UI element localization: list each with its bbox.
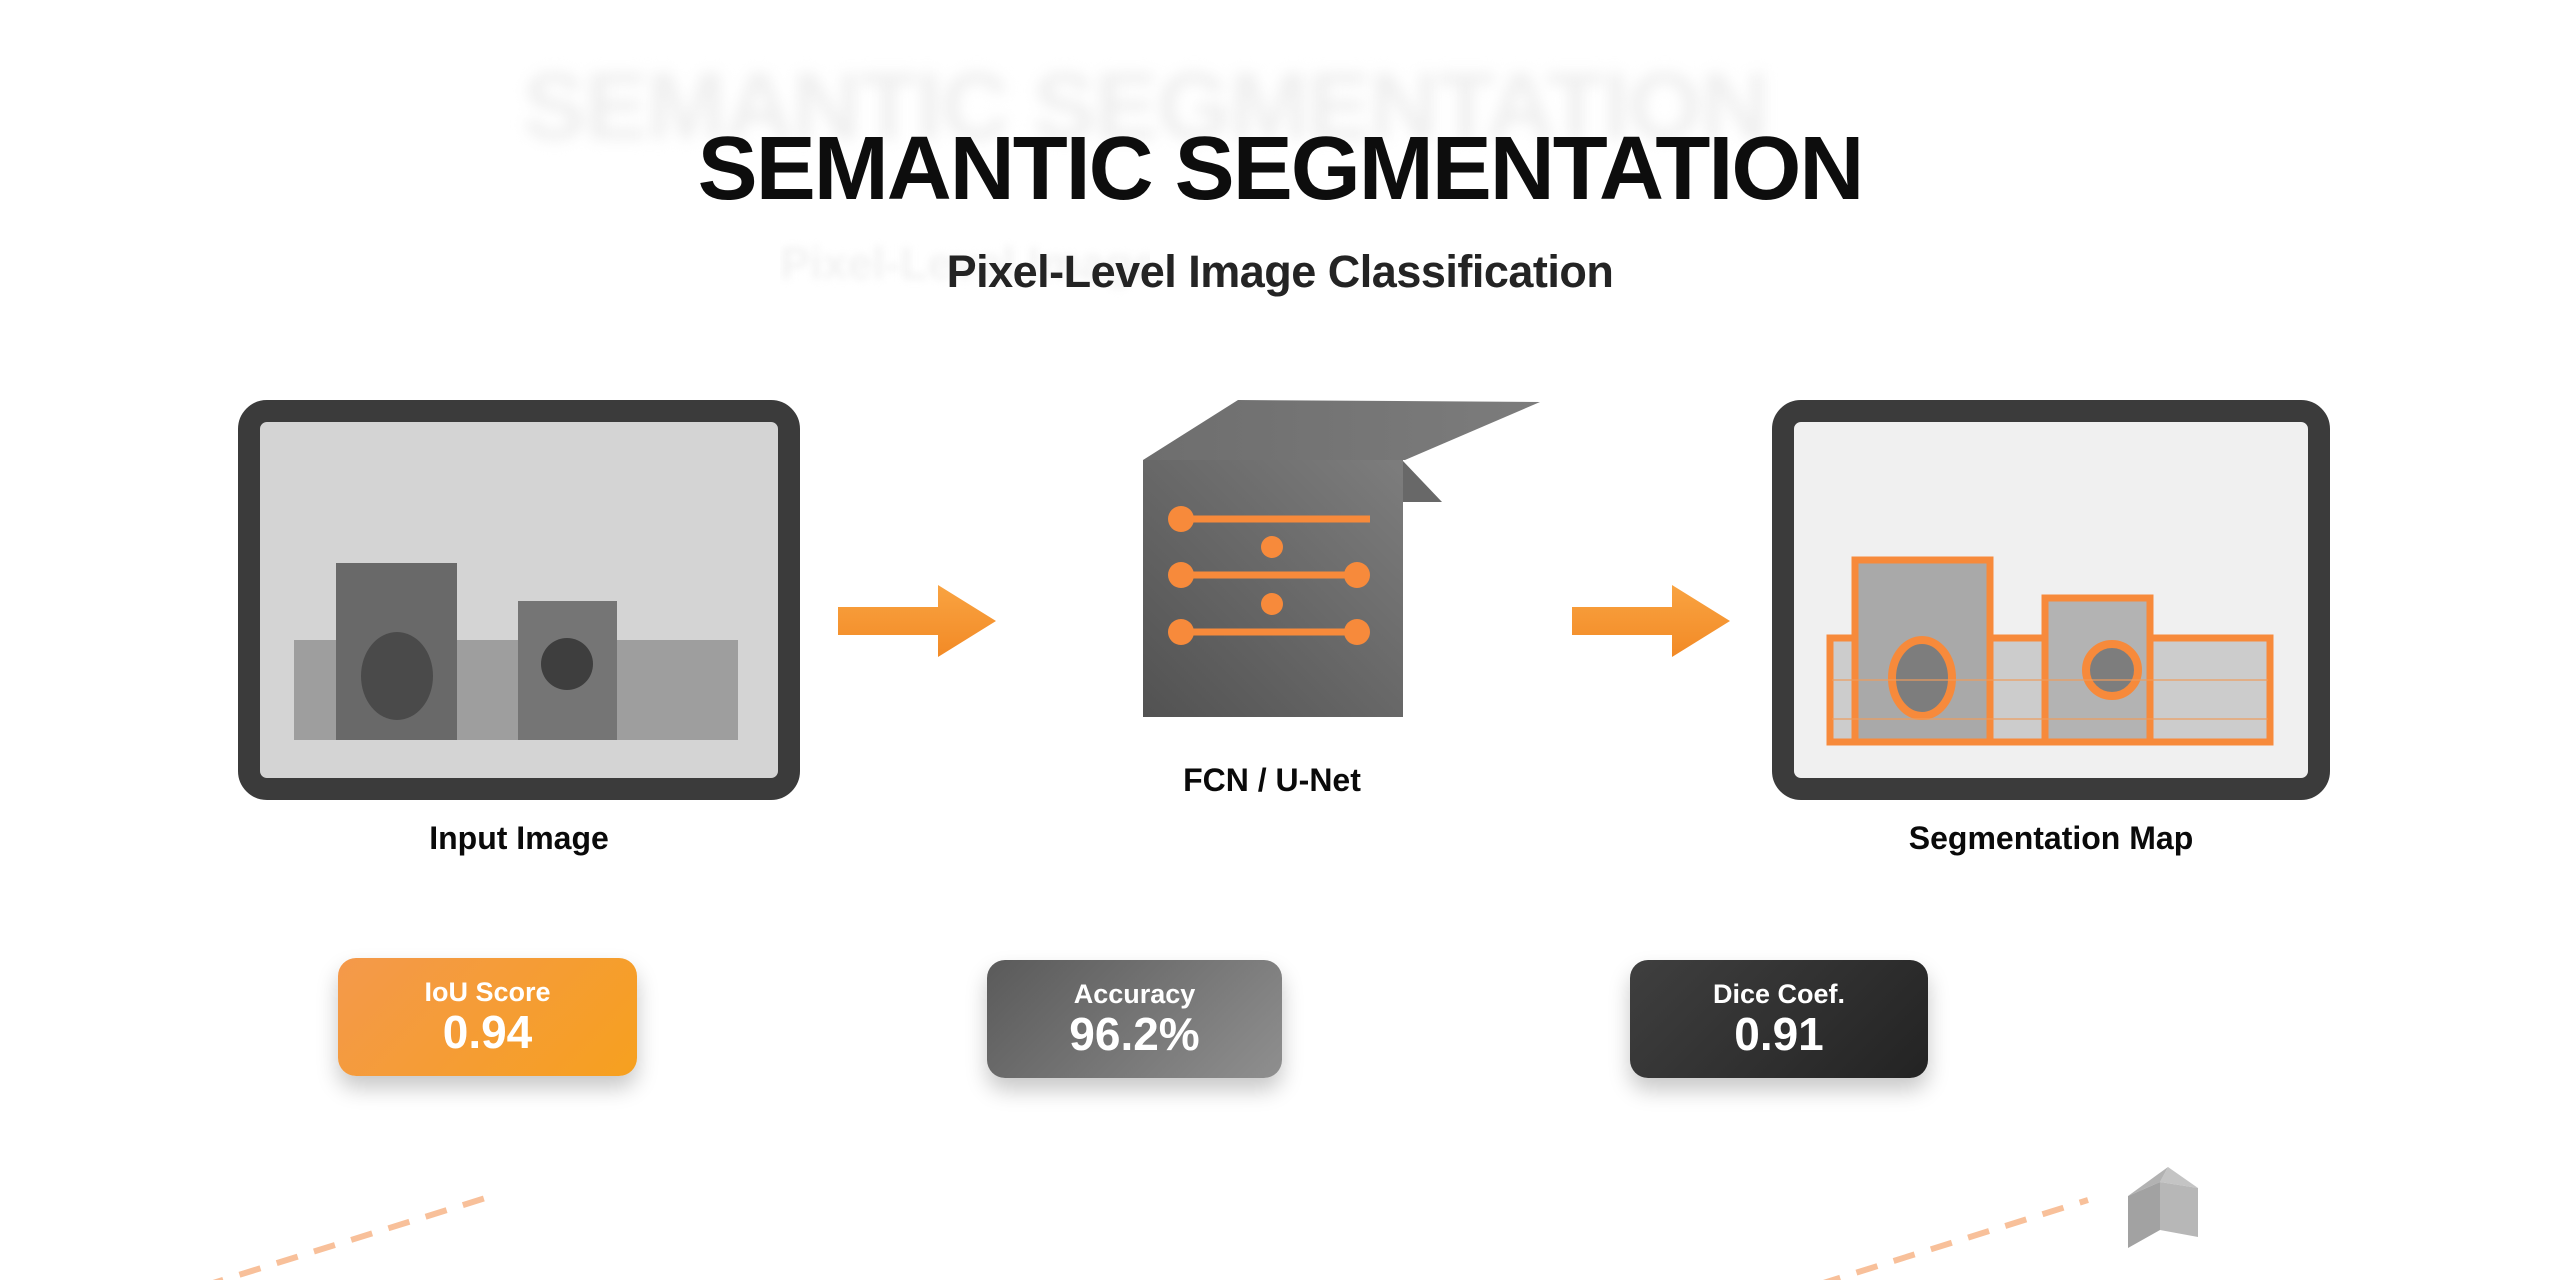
input-image-panel [238,400,800,800]
metric-badge-accuracy: Accuracy 96.2% [987,960,1282,1078]
segmented-object-small-spot [2082,640,2142,700]
segmented-object-large-spot [1888,636,1956,720]
stage-label-input-image: Input Image [429,820,609,856]
ghost-subtitle-echo: Pixel-Level Image Classification [780,238,1150,289]
stage-label-fcn-unet: FCN / U-Net [1183,762,1361,798]
box-corner-notch [1403,461,1442,502]
metric-badge-dice: Dice Coef. 0.91 [1630,960,1928,1078]
metric-label: IoU Score [424,977,551,1007]
box-front-face [1143,460,1403,717]
segmentation-map-panel [1772,400,2330,800]
dashed-line-right [1822,1197,2089,1280]
network-nodes-icon [1168,506,1370,645]
stage-label-segmentation-map: Segmentation Map [1908,820,2194,856]
box-top-flap [1143,400,1540,460]
input-object-large-spot [361,632,433,720]
segmentation-grid-lines [1832,679,2268,720]
input-object-small-spot [541,638,593,690]
metric-label: Accuracy [1073,979,1196,1009]
neural-network-box-icon [1143,400,1540,717]
metric-badge-iou: IoU Score 0.94 [338,958,637,1076]
bookmark-icon [2128,1167,2198,1248]
arrow-right-icon [1572,585,1730,657]
dashed-line-left [212,1193,493,1280]
metric-value: 96.2% [1069,1008,1200,1060]
arrow-right-icon [838,585,996,657]
metric-value: 0.91 [1734,1008,1824,1060]
ghost-title-echo: SEMANTIC SEGMENTATION [522,53,1769,160]
page-subtitle: Pixel-Level Image Classification [946,246,1614,297]
metric-label: Dice Coef. [1712,979,1846,1009]
metric-value: 0.94 [442,1006,533,1058]
page-title: SEMANTIC SEGMENTATION [697,119,1865,219]
